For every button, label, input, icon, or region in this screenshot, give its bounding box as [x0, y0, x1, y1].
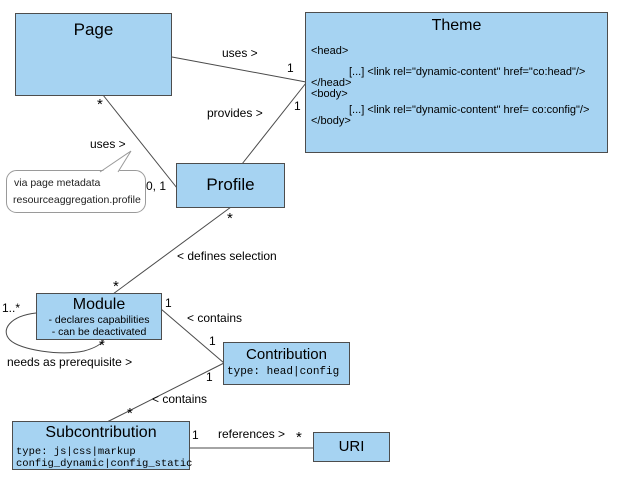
subcontribution-type-line: config_dynamic|config_static	[16, 458, 193, 470]
contribution-title: Contribution	[246, 346, 327, 363]
label-provides: provides >	[207, 106, 263, 120]
label-defines-selection: < defines selection	[177, 249, 277, 263]
theme-title: Theme	[431, 17, 482, 34]
edge-profile-defines-module	[112, 206, 232, 295]
multiplicity-page-star: *	[97, 96, 103, 113]
edge-contribution-contains-subcontribution	[106, 362, 225, 423]
multiplicity-contribution-lower: 1	[206, 370, 213, 384]
uri-title: URI	[338, 438, 365, 455]
contribution-type-line: type: head|config	[227, 366, 340, 378]
note-line: via page metadata	[14, 177, 101, 189]
multiplicity-contribution-upper: 1	[209, 334, 216, 348]
multiplicity-sub-top-star: *	[127, 405, 133, 422]
multiplicity-module-right: 1	[165, 296, 172, 310]
theme-code-line: <body>	[311, 88, 348, 100]
multiplicity-theme-provides: 1	[294, 99, 301, 113]
note-bubble-tail-outline	[99, 150, 132, 173]
multiplicity-uri-star: *	[296, 429, 302, 446]
edge-page-uses-profile	[102, 94, 178, 189]
module-title: Module	[72, 296, 126, 313]
class-box-uri: URI	[313, 432, 390, 462]
subcontribution-type-line: type: js|css|markup	[16, 446, 136, 458]
label-needs-prerequisite: needs as prerequisite >	[7, 355, 133, 369]
class-box-profile: Profile	[176, 163, 285, 208]
module-detail-line: - can be deactivated	[51, 326, 147, 339]
profile-title: Profile	[206, 175, 255, 195]
class-box-contribution: Contribution type: head|config	[223, 342, 350, 385]
theme-code-line: [...] <link rel="dynamic-content" href="…	[349, 66, 586, 78]
note-bubble	[6, 150, 146, 213]
note-bubble-body	[6, 170, 146, 213]
multiplicity-profile-star: *	[227, 210, 233, 227]
class-box-module: Module - declares capabilities - can be …	[36, 293, 162, 340]
multiplicity-sub-right: 1	[192, 428, 199, 442]
multiplicity-module-top-star: *	[113, 278, 119, 295]
label-contains-lower: < contains	[152, 392, 208, 406]
theme-code-line: </head>	[311, 77, 352, 89]
subcontribution-title: Subcontribution	[45, 424, 157, 441]
theme-code-line: <head>	[311, 45, 349, 57]
note-line: resourceaggregation.profile	[13, 194, 141, 206]
class-box-theme: Theme <head> [...] <link rel="dynamic-co…	[305, 12, 608, 153]
label-uses-page-theme: uses >	[222, 46, 258, 60]
module-detail-line: - declares capabilities	[48, 314, 150, 327]
label-uses-page-profile: uses >	[90, 137, 126, 151]
theme-code-line: </body>	[311, 115, 351, 127]
class-box-subcontribution: Subcontribution type: js|css|markup conf…	[12, 421, 193, 470]
class-box-page: Page	[15, 13, 172, 96]
multiplicity-self-one-star: 1..*	[2, 301, 21, 315]
edge-page-uses-theme	[171, 56, 307, 83]
theme-code-line: [...] <link rel="dynamic-content" href= …	[349, 104, 590, 116]
page-title: Page	[73, 20, 114, 39]
multiplicity-self-star: *	[99, 337, 105, 354]
edge-module-self-loop	[5, 312, 105, 354]
multiplicity-profile-01: 0, 1	[146, 179, 167, 193]
label-contains-upper: < contains	[187, 311, 243, 325]
multiplicity-theme-uses: 1	[287, 61, 294, 75]
label-references: references >	[218, 427, 286, 441]
edge-module-contains-contribution	[160, 308, 225, 364]
edge-profile-provides-theme	[241, 82, 307, 165]
